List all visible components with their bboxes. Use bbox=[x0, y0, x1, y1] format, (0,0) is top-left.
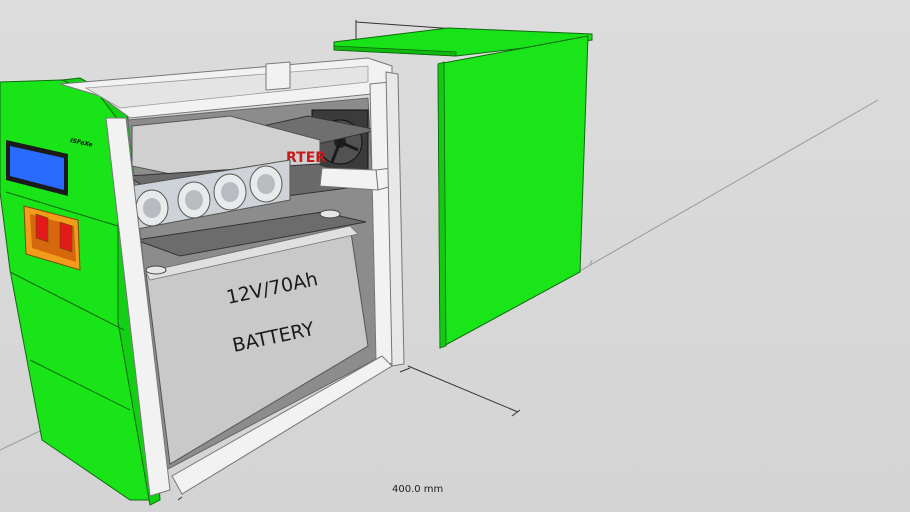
enclosure-frame-posts bbox=[105, 61, 393, 497]
rocker-switch-icon[interactable] bbox=[35, 213, 73, 253]
lcd-voltmeter-display bbox=[6, 140, 68, 196]
depth-dimension-label: 400.0 mm bbox=[392, 484, 443, 495]
battery-block bbox=[145, 225, 369, 465]
right-rim-panel bbox=[385, 71, 405, 367]
rocker-switch-panel[interactable] bbox=[23, 205, 81, 271]
ground-lines bbox=[0, 99, 879, 451]
detached-side-panel[interactable] bbox=[437, 35, 589, 349]
front-panel-seams bbox=[5, 191, 131, 411]
lower-shelf bbox=[135, 211, 367, 257]
socket-icon[interactable] bbox=[135, 165, 283, 227]
inverter-label: RTER bbox=[286, 150, 326, 166]
brand-logo-text: ISFeXe bbox=[70, 137, 94, 149]
depth-dimension[interactable] bbox=[177, 365, 521, 501]
battery-terminal-icon bbox=[145, 209, 341, 275]
